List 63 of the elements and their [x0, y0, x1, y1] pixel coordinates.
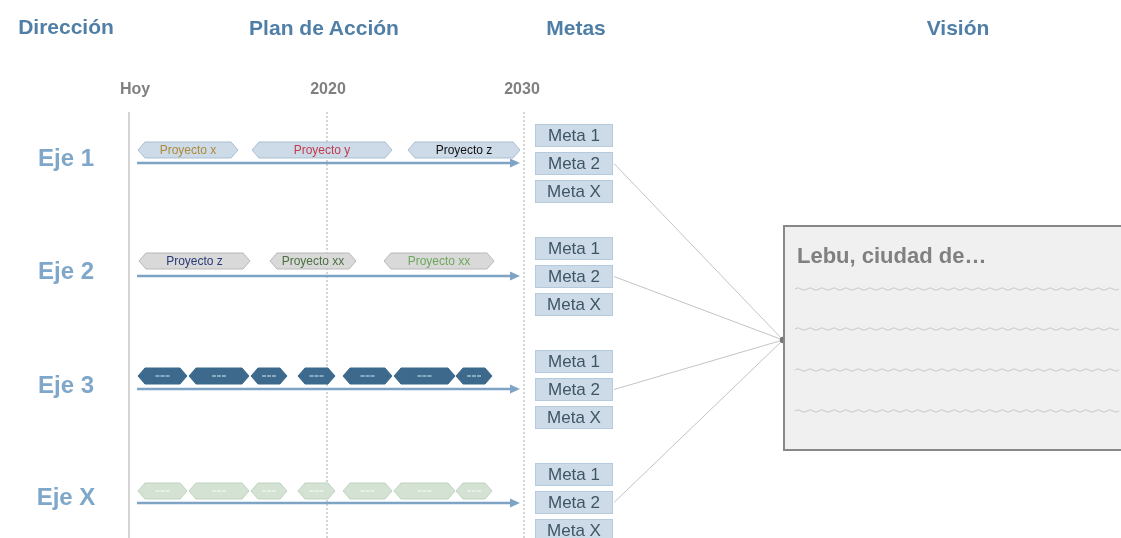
- project-label: Proyecto z: [166, 254, 223, 268]
- project-tag: [343, 483, 392, 499]
- goal-label: Meta 2: [548, 153, 600, 174]
- axis-label: Eje X: [36, 483, 96, 511]
- goal-box: [535, 350, 613, 373]
- column-heading: Visión: [926, 16, 990, 40]
- goal-label: Meta X: [547, 407, 601, 428]
- goal-box: [535, 265, 613, 288]
- project-label: Proyecto z: [435, 143, 493, 157]
- goal-box: [535, 124, 613, 147]
- goal-label: Meta 2: [548, 492, 600, 513]
- goal-box: [535, 237, 613, 260]
- project-tag: [252, 142, 392, 158]
- project-tag: [394, 368, 455, 384]
- goal-box: [535, 378, 613, 401]
- project-tag: [270, 253, 356, 269]
- goal-label: Meta 1: [548, 351, 600, 372]
- project-tag: [138, 483, 187, 499]
- project-tag: [343, 368, 392, 384]
- goal-box: [535, 519, 613, 538]
- timeline-tick-label: Hoy: [119, 80, 151, 98]
- project-tag: [138, 142, 238, 158]
- project-label: Proyecto x: [159, 143, 217, 157]
- goal-box: [535, 180, 613, 203]
- goal-label: Meta X: [547, 294, 601, 315]
- project-tag: [384, 253, 494, 269]
- project-tag: [189, 368, 249, 384]
- goal-box: [535, 406, 613, 429]
- goal-box: [535, 293, 613, 316]
- goal-label: Meta 1: [548, 464, 600, 485]
- goal-label: Meta X: [547, 520, 601, 538]
- goal-label: Meta 2: [548, 266, 600, 287]
- vision-panel: [783, 225, 1121, 451]
- column-heading: Dirección: [18, 15, 114, 39]
- goal-label: Meta 1: [548, 238, 600, 259]
- column-heading: Plan de Acción: [249, 16, 399, 40]
- project-label: Proyecto xx: [281, 254, 345, 268]
- project-tag: [251, 368, 287, 384]
- project-tag: [456, 483, 492, 499]
- project-label: Proyecto y: [293, 143, 351, 157]
- axis-label: Eje 3: [38, 371, 94, 399]
- project-tag: [298, 368, 335, 384]
- goal-label: Meta 2: [548, 379, 600, 400]
- timeline-tick-label: 2030: [504, 80, 540, 98]
- axis-label: Eje 2: [38, 257, 94, 285]
- column-heading: Metas: [546, 16, 606, 40]
- project-tag: [394, 483, 455, 499]
- goal-box: [535, 491, 613, 514]
- project-tag: [456, 368, 492, 384]
- axis-label: Eje 1: [38, 144, 94, 172]
- goal-label: Meta 1: [548, 125, 600, 146]
- project-label: Proyecto xx: [407, 254, 471, 268]
- goal-label: Meta X: [547, 181, 601, 202]
- goal-box: [535, 463, 613, 486]
- timeline-tick-label: 2020: [310, 80, 346, 98]
- project-tag: [138, 368, 187, 384]
- project-tag: [139, 253, 250, 269]
- project-tag: [189, 483, 249, 499]
- project-tag: [298, 483, 335, 499]
- vision-title: Lebu, ciudad de…: [797, 243, 987, 269]
- goal-box: [535, 152, 613, 175]
- project-tag: [251, 483, 287, 499]
- project-tag: [408, 142, 520, 158]
